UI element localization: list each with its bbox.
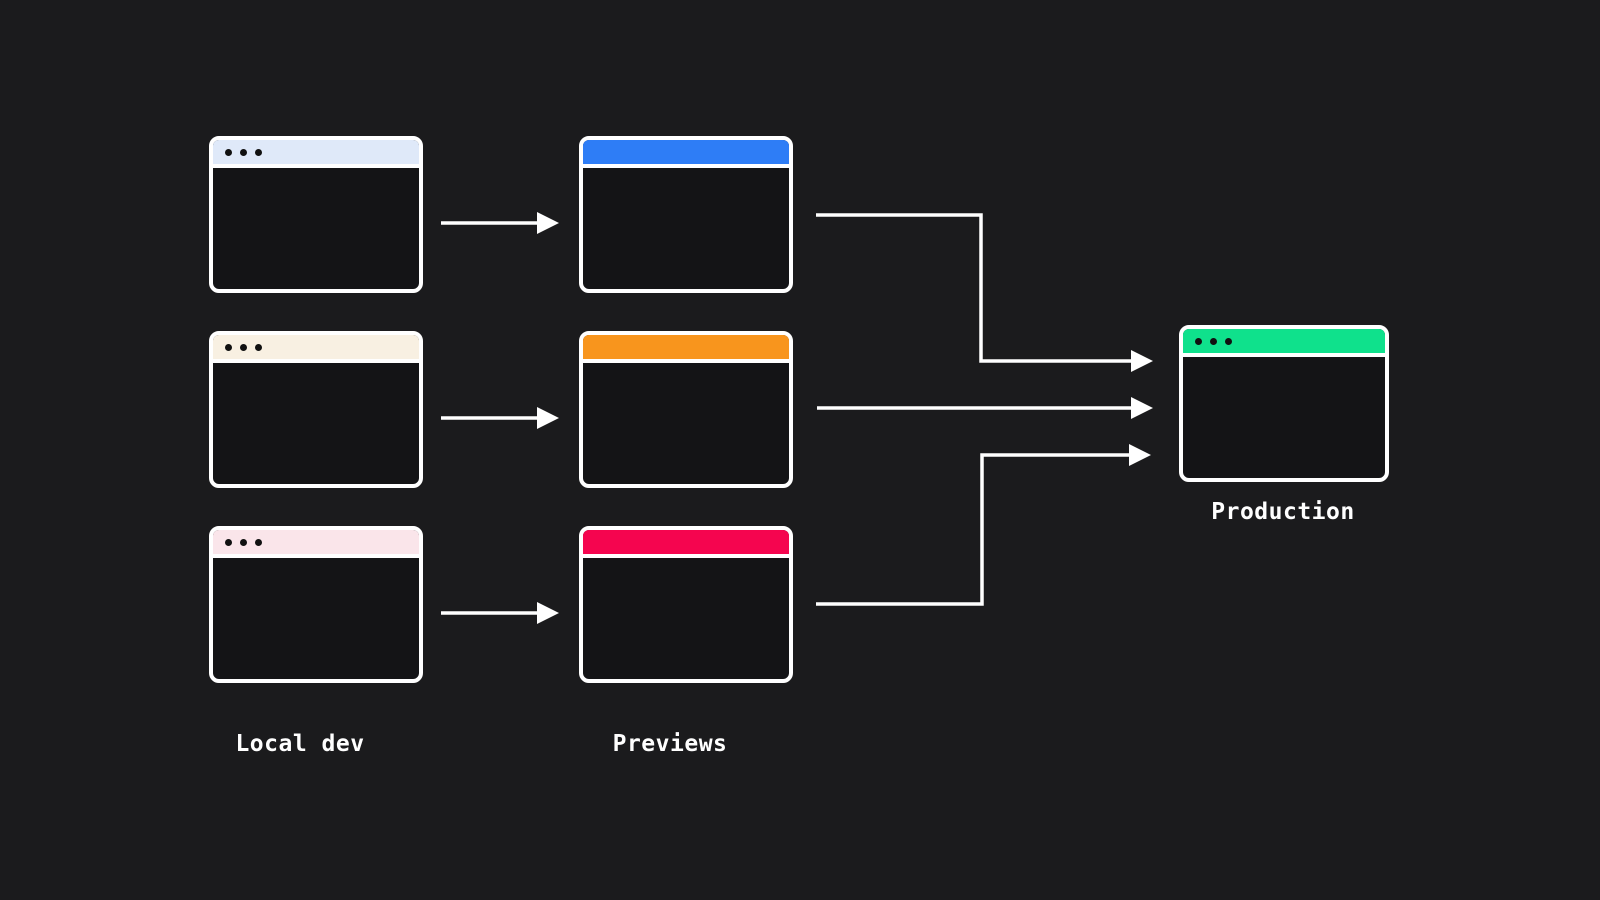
browser-window-local-dev-2 <box>209 331 423 488</box>
label-local-dev: Local dev <box>235 731 365 757</box>
arrowhead-icon <box>537 602 559 624</box>
window-titlebar <box>583 140 789 168</box>
window-body <box>583 558 789 679</box>
traffic-dots-icon <box>225 538 262 546</box>
arrowhead-icon <box>1131 397 1153 419</box>
window-titlebar <box>583 530 789 558</box>
traffic-dots-icon <box>225 148 262 156</box>
connector-preview3-to-production <box>816 453 1129 606</box>
arrowhead-icon <box>1129 444 1151 466</box>
window-body <box>583 363 789 484</box>
window-titlebar <box>213 140 419 168</box>
window-body <box>583 168 789 289</box>
browser-window-local-dev-1 <box>209 136 423 293</box>
browser-window-production <box>1179 325 1389 482</box>
window-body <box>213 168 419 289</box>
window-body <box>213 363 419 484</box>
window-titlebar <box>583 335 789 363</box>
browser-window-preview-1 <box>579 136 793 293</box>
traffic-dots-icon <box>225 343 262 351</box>
traffic-dots-icon <box>1195 337 1232 345</box>
window-titlebar <box>213 530 419 558</box>
window-titlebar <box>213 335 419 363</box>
window-body <box>1183 357 1385 478</box>
window-titlebar <box>1183 329 1385 357</box>
browser-window-preview-2 <box>579 331 793 488</box>
browser-window-preview-3 <box>579 526 793 683</box>
label-production: Production <box>1211 499 1355 525</box>
connector-preview1-to-production <box>816 213 1131 363</box>
label-previews: Previews <box>612 731 728 757</box>
arrowhead-icon <box>537 407 559 429</box>
browser-window-local-dev-3 <box>209 526 423 683</box>
window-body <box>213 558 419 679</box>
arrowhead-icon <box>537 212 559 234</box>
arrowhead-icon <box>1131 350 1153 372</box>
